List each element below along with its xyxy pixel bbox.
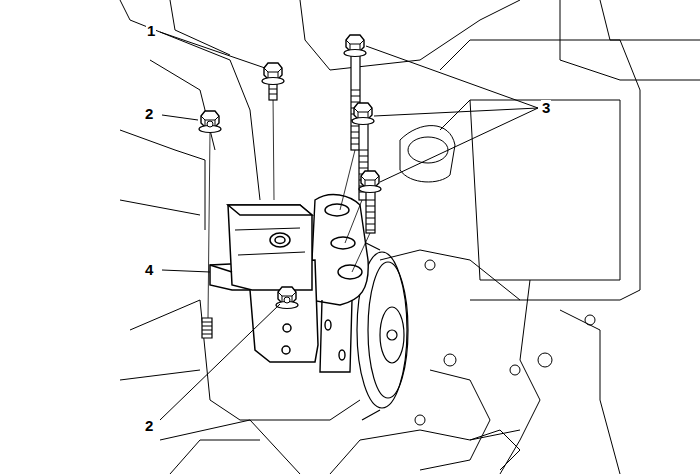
callout-number: 4 xyxy=(144,262,154,277)
callout-number: 2 xyxy=(144,106,154,121)
leader-line xyxy=(374,108,538,116)
leader-line xyxy=(160,304,280,420)
leader-line xyxy=(366,46,538,108)
leader-line xyxy=(162,270,210,272)
leader-line xyxy=(162,115,198,120)
callout-number: 1 xyxy=(146,23,156,38)
leader-line xyxy=(160,32,265,68)
leader-line xyxy=(380,108,538,182)
callout-number: 3 xyxy=(541,100,551,115)
callout-number: 2 xyxy=(144,418,154,433)
